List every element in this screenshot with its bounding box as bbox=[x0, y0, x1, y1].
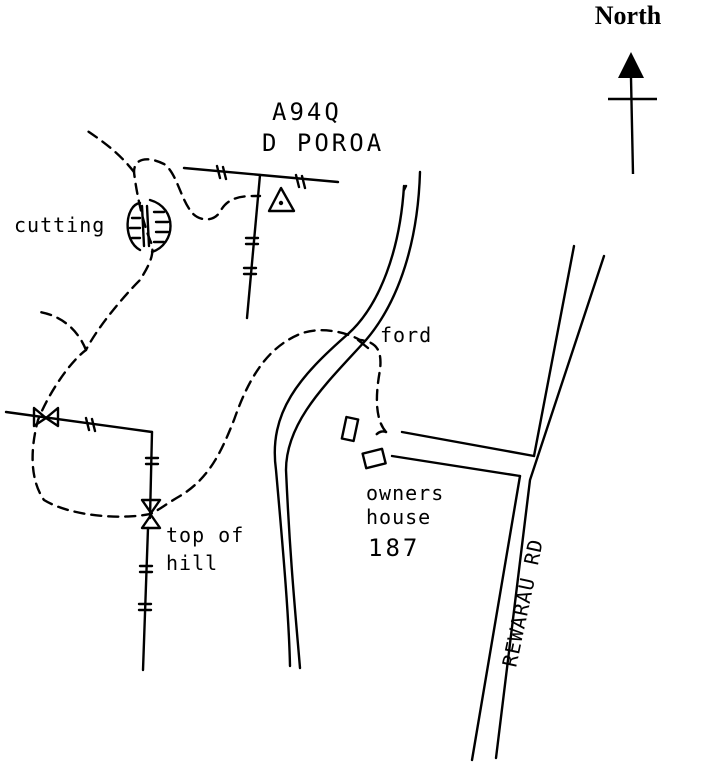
station-code: A94Q bbox=[272, 98, 342, 126]
station-label: A94Q D POROA bbox=[262, 98, 384, 157]
owners-house-label-2: house bbox=[366, 505, 431, 529]
cutting-label: cutting bbox=[14, 213, 105, 237]
cutting-symbol-icon bbox=[126, 198, 172, 254]
north-arrow-shaft bbox=[629, 77, 635, 175]
access-track bbox=[31, 128, 408, 518]
owners-house-label-1: owners bbox=[366, 481, 444, 505]
north-label: North bbox=[595, 1, 662, 30]
shed-building-icon bbox=[340, 415, 360, 443]
survey-mark-triangle-icon bbox=[267, 186, 296, 213]
road-label: REWARAU RD bbox=[497, 536, 548, 669]
north-arrow-head-icon bbox=[618, 52, 644, 78]
rewarau-road bbox=[390, 244, 606, 762]
station-name: D POROA bbox=[262, 129, 384, 157]
stream bbox=[273, 170, 422, 670]
top-of-hill-label-1: top of bbox=[166, 523, 244, 547]
gate-left-icon bbox=[32, 406, 60, 428]
top-of-hill-label-2: hill bbox=[166, 551, 218, 575]
gate-top-of-hill-icon bbox=[140, 498, 162, 530]
ford-label: ford bbox=[380, 323, 432, 347]
fence-top bbox=[182, 164, 340, 320]
fence-left bbox=[4, 410, 160, 672]
north-arrow: North bbox=[595, 1, 662, 175]
owners-house-icon bbox=[361, 447, 387, 470]
house-number: 187 bbox=[368, 534, 420, 562]
